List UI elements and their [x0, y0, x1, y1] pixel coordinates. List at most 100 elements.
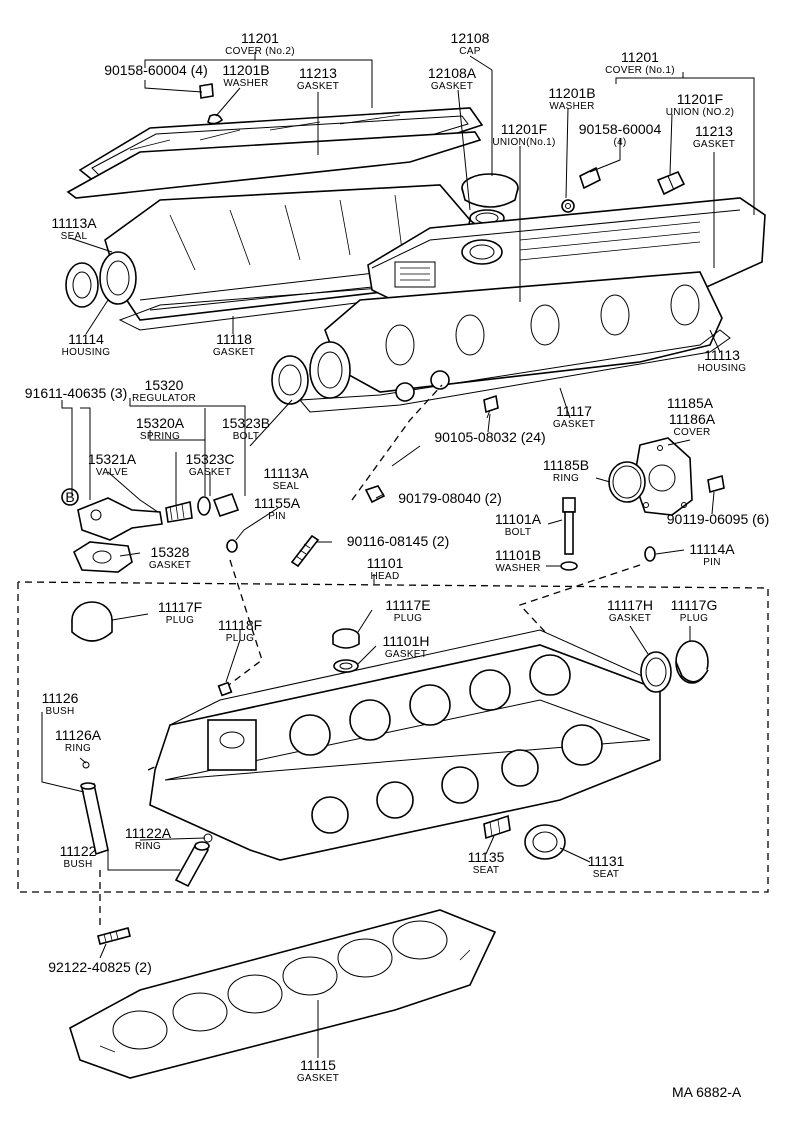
part-number: 90119-06095 (6): [667, 511, 769, 527]
part-number: 15328: [151, 544, 190, 560]
head-gasket-11115-drawing: [69, 909, 497, 1079]
plug-11118f-drawing: [217, 681, 233, 697]
part-number: 11114: [68, 331, 104, 347]
callout-91611: 91611-40635 (3): [25, 385, 127, 401]
callout-90116: 90116-08145 (2): [347, 533, 449, 549]
part-number: 11113A: [51, 215, 97, 231]
part-number: 11213: [695, 123, 733, 139]
part-name: BUSH: [46, 706, 75, 717]
part-name: SEAT: [593, 869, 620, 880]
part-number: 11101: [367, 555, 404, 571]
housing-11113-drawing: [298, 271, 731, 413]
part-number: 11126: [42, 690, 79, 706]
bolt-90119-drawing: [707, 474, 725, 494]
part-name: (4): [613, 137, 626, 148]
part-name: WASHER: [549, 101, 594, 112]
part-name: GASKET: [189, 467, 231, 478]
part-number: 11115: [300, 1057, 336, 1073]
b-marker-label: B: [65, 489, 74, 505]
part-number: 90158-60004 (4): [104, 62, 208, 78]
part-name: GASKET: [553, 419, 595, 430]
part-number: 11117E: [385, 597, 430, 613]
callout-90105: 90105-08032 (24): [434, 429, 545, 445]
part-name: COVER (No.1): [605, 65, 675, 76]
part-number: 92122-40825 (2): [48, 959, 152, 975]
part-number: 11185A: [667, 395, 714, 411]
stud-92122-drawing: [97, 927, 131, 945]
seal-11113a-left-drawing: [65, 251, 137, 308]
callout-90179: 90179-08040 (2): [398, 490, 502, 506]
part-number: 90179-08040 (2): [398, 490, 502, 506]
part-number: 91611-40635 (3): [25, 385, 127, 401]
part-number: 11126A: [55, 727, 102, 743]
part-number: 12108: [451, 30, 490, 46]
part-name: SEAT: [473, 865, 500, 876]
part-name: BUSH: [64, 859, 93, 870]
part-name: PLUG: [226, 633, 254, 644]
part-name: BOLT: [505, 527, 532, 538]
part-number: 90116-08145 (2): [347, 533, 449, 549]
part-name: GASKET: [297, 81, 339, 92]
diagram-code: MA 6882-A: [672, 1084, 742, 1100]
plug-11117f-drawing: [71, 601, 113, 642]
seat-11135-drawing: [483, 814, 511, 840]
callout-90158b: 90158-60004(4): [579, 121, 662, 148]
part-number: 11118F: [218, 617, 262, 633]
callout-11185a: 11185A: [667, 395, 714, 411]
part-name: HEAD: [371, 571, 400, 582]
leader-lines: [41, 52, 755, 1058]
part-number: 11117F: [158, 599, 202, 615]
part-number: 11155A: [254, 495, 301, 511]
part-number: 11201B: [548, 85, 595, 101]
cover-11186a-drawing: [608, 437, 693, 516]
part-name: REGULATOR: [132, 393, 196, 404]
part-number: 15320: [145, 377, 184, 393]
part-name: VALVE: [96, 467, 128, 478]
part-name: PLUG: [394, 613, 422, 624]
part-name: GASKET: [297, 1073, 339, 1084]
part-name: UNION (NO.2): [666, 107, 735, 118]
part-number: 90105-08032 (24): [434, 429, 545, 445]
b-marker-circle: [61, 488, 79, 506]
cylinder-head-11101-drawing: [149, 629, 661, 861]
part-number: 11201F: [501, 121, 547, 137]
part-number: 11113: [704, 347, 740, 363]
part-number: 11101H: [383, 633, 430, 649]
part-name: HOUSING: [62, 347, 111, 358]
part-number: 11122: [60, 843, 97, 859]
part-number: 90158-60004: [579, 121, 662, 137]
bush-11126-drawing: [80, 761, 109, 856]
part-number: 11117H: [607, 597, 653, 613]
stud-90116-drawing: [290, 534, 320, 568]
part-name: COVER: [673, 427, 710, 438]
part-name: HOUSING: [698, 363, 747, 374]
part-number: 11101A: [495, 511, 542, 527]
part-number: 11186A: [669, 411, 716, 427]
cover-no2-drawing: [66, 107, 484, 199]
part-name: GASKET: [213, 347, 255, 358]
bolt-90105-drawing: [483, 394, 499, 419]
bolt-90158-left-drawing: [199, 83, 224, 125]
